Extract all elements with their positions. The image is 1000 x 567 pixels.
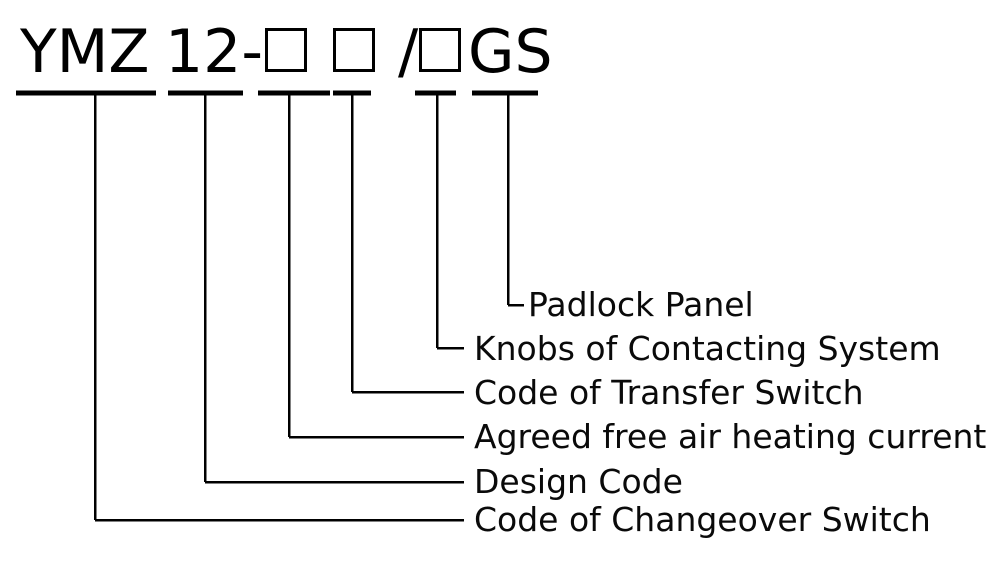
callout-design-code: Design Code	[474, 462, 683, 501]
callout-padlock-panel: Padlock Panel	[528, 285, 754, 324]
code-part-series: 12-	[165, 17, 263, 87]
callout-heating-current: Agreed free air heating current	[474, 417, 987, 456]
placeholder-box-heating-current	[265, 28, 307, 72]
placeholder-box-transfer-switch	[333, 28, 375, 72]
code-part-slash: /	[398, 17, 419, 87]
callout-changeover-switch: Code of Changeover Switch	[474, 500, 931, 539]
callout-transfer-switch: Code of Transfer Switch	[474, 373, 864, 412]
code-part-prefix: YMZ	[20, 17, 150, 87]
code-part-suffix: GS	[468, 17, 553, 87]
callout-knobs: Knobs of Contacting System	[474, 329, 941, 368]
leaders-group	[93, 95, 524, 522]
placeholder-box-knobs	[419, 28, 461, 72]
